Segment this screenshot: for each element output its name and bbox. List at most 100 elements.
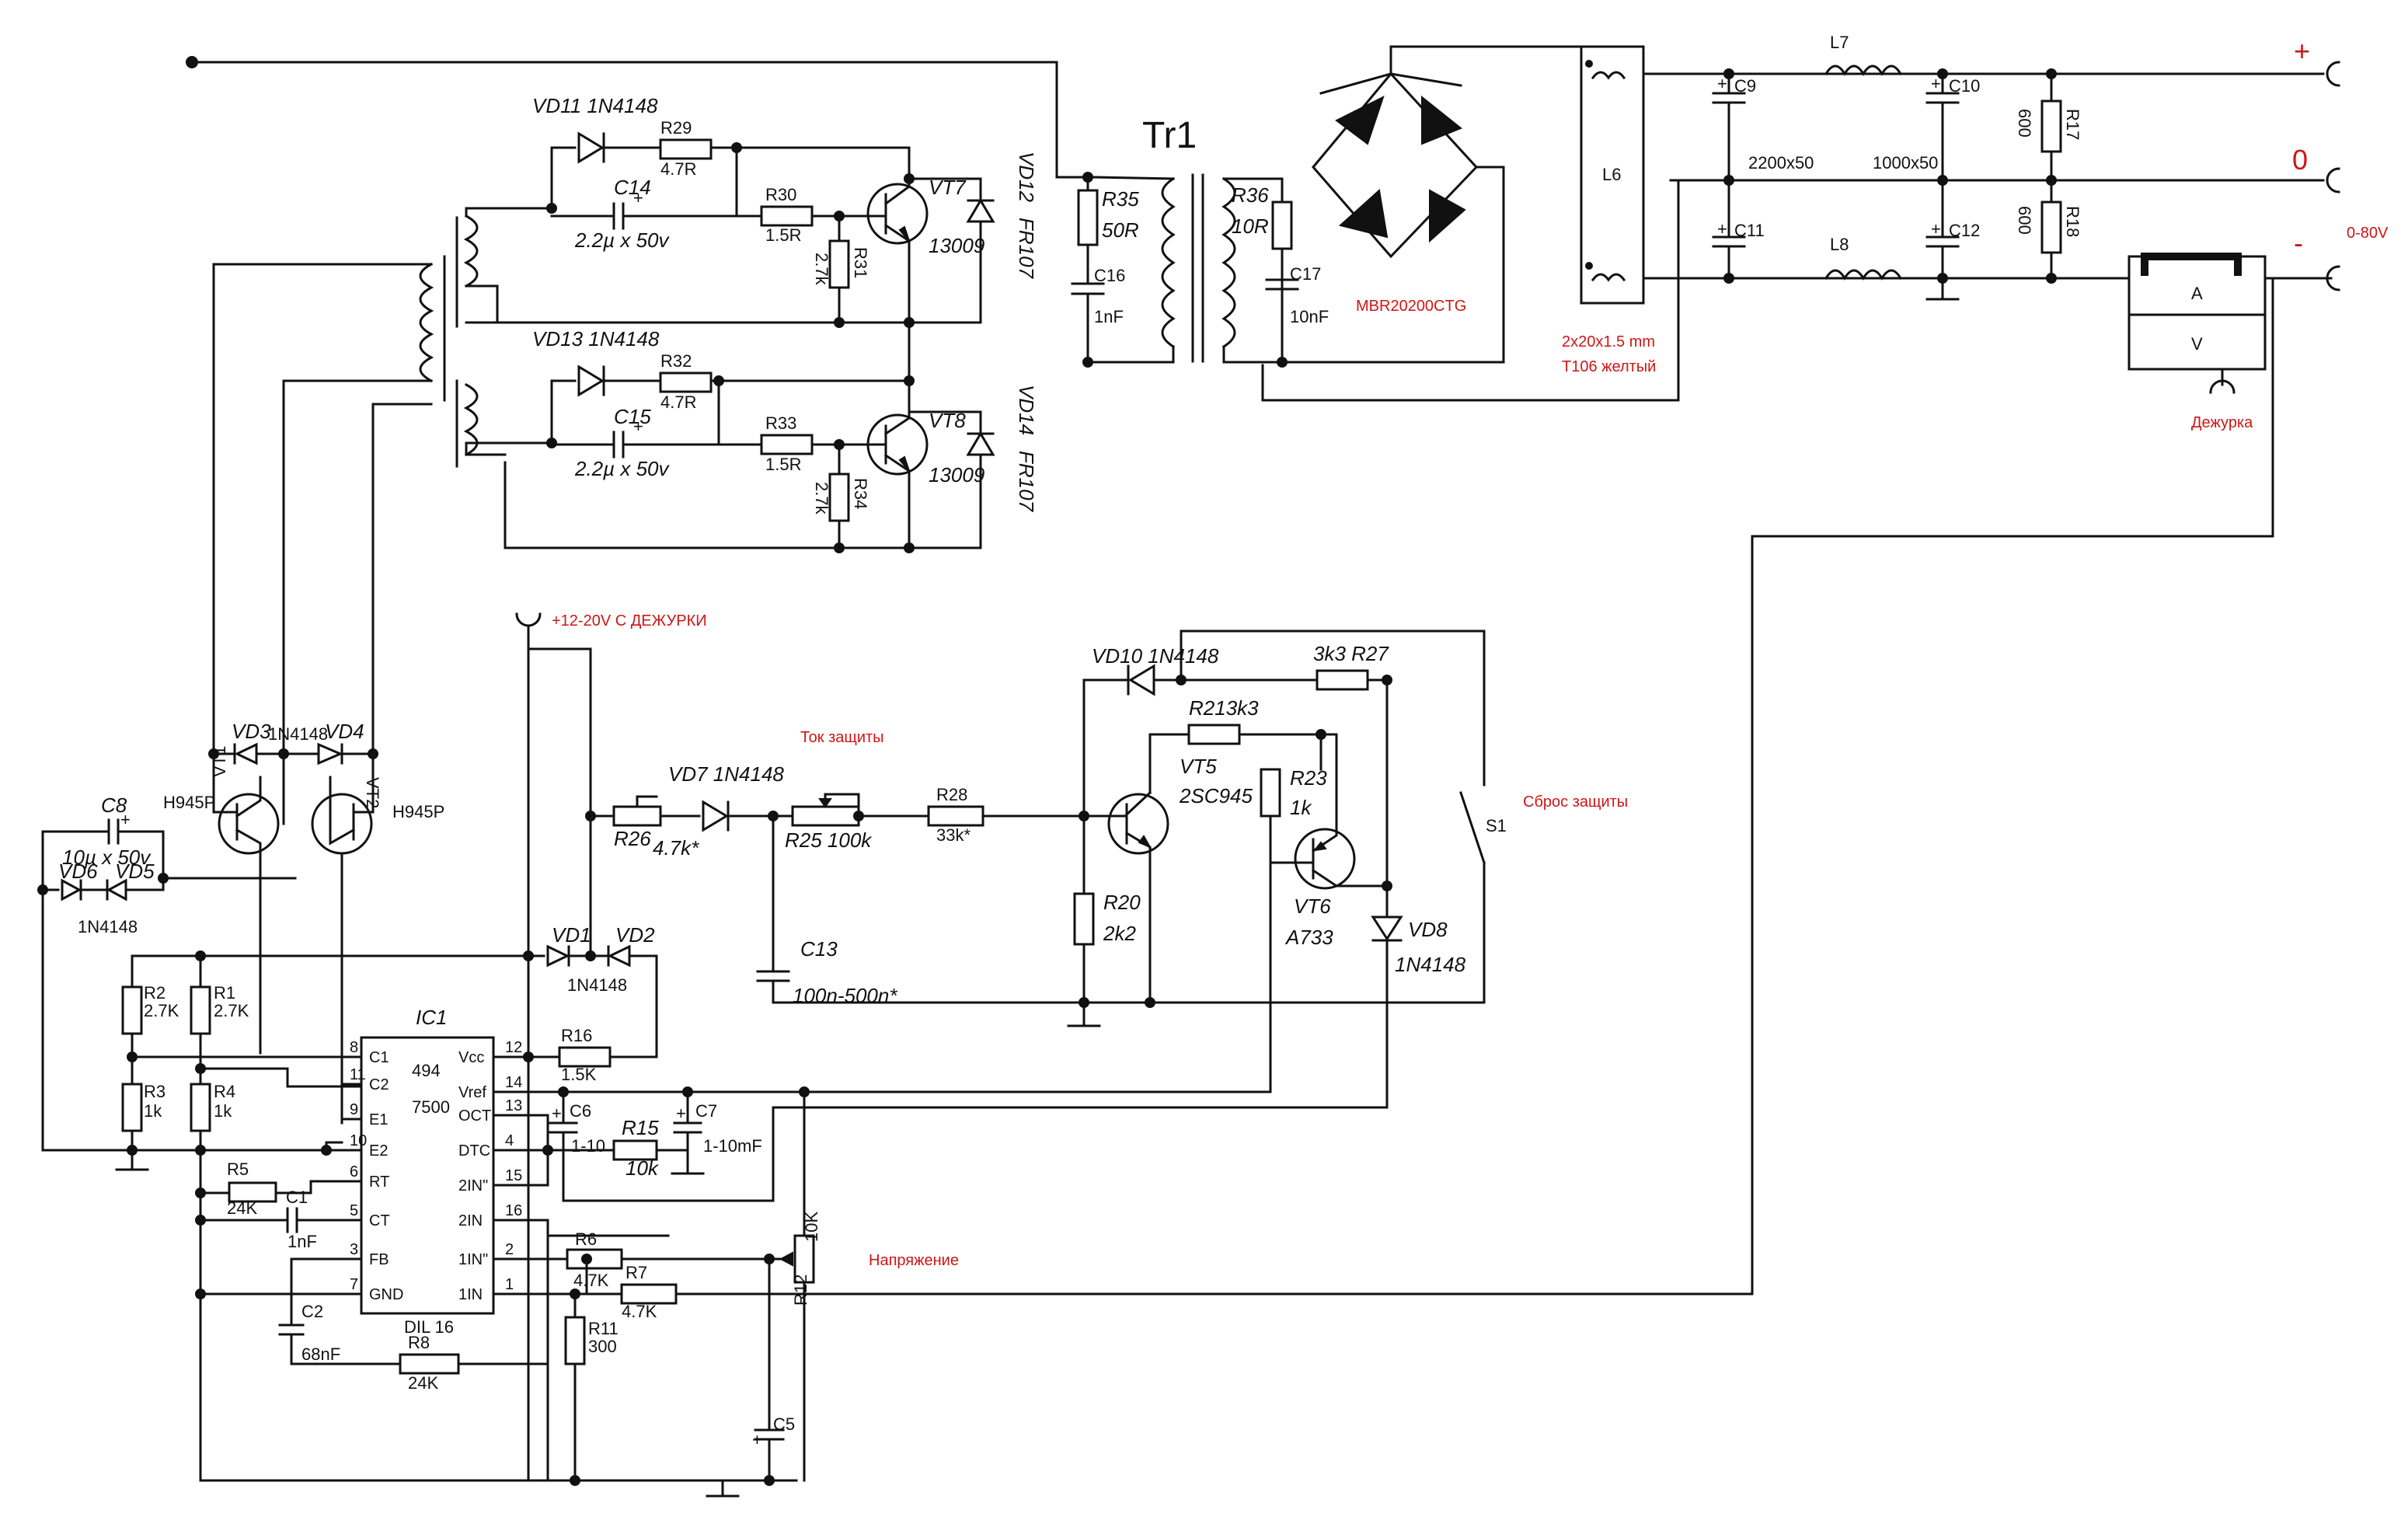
c13-label: C13 [800,937,838,961]
c6-value: 1-10 [571,1136,605,1156]
c15-value: 2.2µ x 50v [574,457,670,480]
r11-value: 300 [588,1337,617,1356]
r16-label: R16 [561,1026,592,1045]
vd7-label: VD7 1N4148 [668,762,784,786]
c7-plus: + [676,1104,686,1123]
c8-plus: + [120,810,131,829]
vd6-label: VD6 [58,860,98,883]
ic-pin-name: E1 [369,1111,388,1128]
r31-value: 2.7k [812,253,831,286]
ic-pin-number: 7 [350,1276,358,1293]
ic-pin-number: 10 [350,1132,367,1149]
vd2-label: VD2 [615,923,655,947]
r26-label: R26 [614,827,651,850]
l8-label: L8 [1830,235,1849,254]
r29-value: 4.7R [660,159,696,179]
r31-label: R31 [851,247,870,278]
r33-label: R33 [765,413,796,433]
ic-pin-name: E2 [369,1142,388,1160]
ic-type: 494 [412,1061,441,1080]
ic-pin-name: 2IN [458,1212,483,1229]
r15-value: 10k [626,1156,660,1180]
ic-pin-name: GND [369,1286,403,1303]
r33-value: 1.5R [765,455,801,474]
vt7-label: VT7 [929,176,967,199]
c10-value: 1000x50 [1873,153,1938,173]
vd11-label: VD11 1N4148 [532,94,658,117]
r7-label: R7 [626,1263,647,1282]
driver-transformer [212,214,507,779]
ic-pin-name: CT [369,1212,390,1229]
r8-value: 24K [408,1373,438,1393]
meter-v: V [2191,334,2203,354]
vt6-value: A733 [1284,926,1333,949]
ic-pin-name: C1 [369,1049,389,1066]
vt5-value: 2SC945 [1179,784,1253,807]
vd56-value: 1N4148 [78,917,138,936]
vt8-label: VT8 [929,409,966,432]
c10-label: C10 [1949,76,1980,96]
r5-value: 24K [227,1198,257,1218]
r25-label: R25 100k [785,828,873,852]
terminal-minus: - [2294,227,2303,259]
vd1-label: VD1 [552,923,591,947]
r8-label: R8 [408,1333,430,1352]
r36-label: R36 [1232,183,1269,207]
ic-pin-number: 16 [505,1202,522,1219]
ic-pin-number: 15 [505,1167,522,1184]
c5-plus: + [752,1430,762,1449]
vd10-label: VD10 1N4148 [1092,644,1219,668]
r36-c17: R36 10R C17 10nF [1232,183,1329,368]
r30-label: R30 [765,185,796,204]
vd12-value: FR107 [1015,218,1038,280]
r18-label: R18 [2063,206,2082,237]
vd14-value: FR107 [1015,451,1038,513]
ic-pin-number: 13 [505,1097,522,1114]
c1-value: 1nF [287,1232,317,1251]
vd3-value: 1N4148 [268,724,328,744]
c9-value: 2200x50 [1748,153,1814,173]
terminal-zero: 0 [2292,144,2308,176]
r23-label: R23 [1290,766,1327,790]
ic-left-wiring: R5 24K C1 1nF C2 68nF R8 24K [131,1083,798,1482]
c15-label: C15 [614,405,651,428]
r35-c16: R35 50R C16 1nF [1071,172,1139,368]
r35-label: R35 [1102,187,1139,211]
bridge-label: MBR20200CTG [1356,298,1466,315]
l7-label: L7 [1830,33,1849,52]
choke-l6: L6 2x20x1.5 mm T106 желтый [1562,45,1656,375]
protection-block: VD7 1N4148 R26 4.7k* R25 100k R28 33k* Т… [589,629,1628,1109]
ic-pin-number: 5 [350,1202,358,1219]
meter-a: A [2191,284,2203,303]
driver-vt8: VD13 1N4148 R32 4.7R C15 + 2.2µ x 50v R3… [465,327,1038,553]
r18-value: 600 [2015,206,2034,235]
l6-label: L6 [1602,165,1621,184]
vt7-value: 13009 [929,234,984,257]
r20-label: R20 [1103,891,1141,914]
c10-c12: + C10 1000x50 + C12 [1873,68,1980,301]
r20-value: 2k2 [1103,922,1136,945]
r3-label: R3 [144,1082,166,1101]
c15-plus: + [633,417,643,436]
r34-label: R34 [851,478,870,509]
c8-value: 10µ x 50v [62,846,152,869]
vt2-label: VT2 [363,777,382,808]
l7-l8: L7 L8 [1824,33,1903,281]
c6-label: C6 [570,1101,591,1121]
ic-pin-name: 2IN" [458,1177,488,1194]
r1-label: R1 [214,983,235,1003]
c5-label: C5 [773,1414,795,1434]
r5-label: R5 [227,1160,249,1179]
meter: A V Дежурка [2127,253,2267,431]
ic-pin-name: DTC [458,1142,490,1160]
r1-value: 2.7K [214,1001,249,1020]
c7-label: C7 [695,1101,717,1121]
c2-value: 68nF [301,1344,340,1364]
range-label: 0-80V [2347,225,2389,242]
c8-label: C8 [101,793,127,817]
r12-value: 10K [802,1212,821,1242]
voltage-label: Напряжение [869,1252,959,1269]
c11-plus: + [1717,219,1727,239]
output-terminals: + 0 - 0-80V [2292,35,2389,291]
